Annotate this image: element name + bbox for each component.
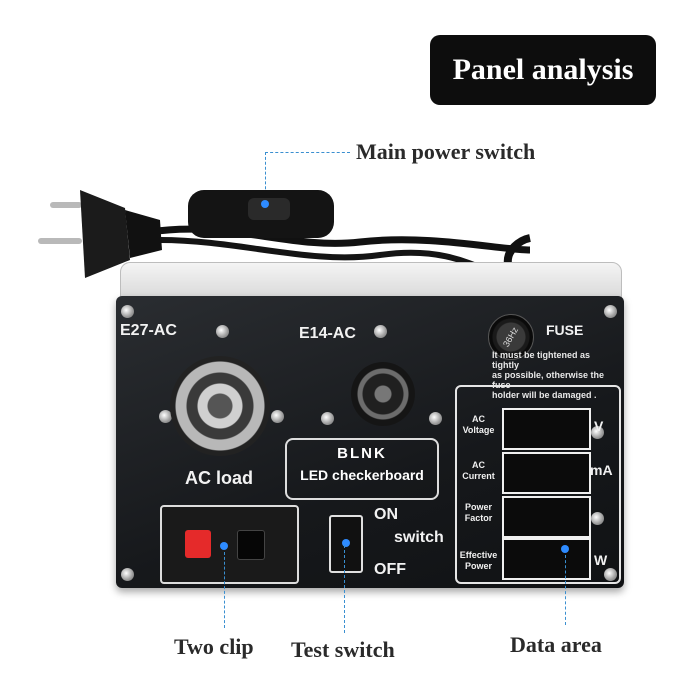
brand-logo: BLNK [337,445,387,462]
unit-current: mA [590,462,613,478]
e14-label: E14-AC [299,325,356,342]
e27-socket[interactable] [170,356,270,456]
screw-e14 [374,325,387,338]
callout-line-main-power-h [265,152,350,153]
display-power-factor [502,496,591,538]
e14-socket[interactable] [351,362,415,426]
two-clip-dot [220,542,228,550]
main-power-switch-dot[interactable] [261,200,269,208]
callout-two-clip: Two clip [174,634,254,659]
screw-data-bottom [591,512,604,525]
screw-small-left [321,412,334,425]
test-switch[interactable] [329,515,363,573]
data-row-label-power-factor: Power Factor [456,502,501,524]
screw-e27 [216,325,229,338]
unit-power: W [594,552,608,568]
data-row-label-pf-1: Power [464,502,492,512]
data-row-label-ep-2: Power [464,561,492,571]
display-current [502,452,591,494]
switch-on-label: ON [374,506,398,523]
ac-load-label: AC load [185,468,254,488]
switch-label: switch [394,529,444,546]
display-voltage [502,408,591,450]
callout-line-two-clip [224,552,225,628]
callout-line-main-power-v [265,152,266,204]
screw-bottom-right [604,568,617,581]
data-row-label-voltage: AC Voltage [456,414,501,436]
fuse-label: FUSE [546,322,584,338]
fuse-warning-line-3: holder will be damaged . [492,390,597,400]
clip-red-terminal[interactable] [185,530,211,558]
screw-top-left [121,305,134,318]
led-checkerboard-box: BLNK LED checkerboard [285,438,439,500]
data-area-frame [455,385,621,584]
title-badge: Panel analysis [430,35,656,105]
callout-line-test-switch [344,545,345,633]
fuse-cap-text: 36Hz [501,325,521,349]
callout-line-data-area [565,555,566,625]
switch-off-label: OFF [374,561,406,578]
test-switch-dot [342,539,350,547]
screw-data-top [591,426,604,439]
clip-black-terminal[interactable] [237,530,265,560]
data-row-label-pf-2: Factor [464,513,493,523]
callout-test-switch: Test switch [291,637,395,662]
callout-main-power-switch: Main power switch [356,139,536,164]
screw-socket-right [271,410,284,423]
clip-terminal-block [160,505,299,584]
screw-small-right [429,412,442,425]
fuse-warning-line-1: It must be tightened as tightly [492,350,591,370]
screw-bottom-left [121,568,134,581]
data-row-label-ep-1: Effective [459,550,498,560]
screw-top-right [604,305,617,318]
page-title: Panel analysis [452,53,634,86]
led-checkerboard-label: LED checkerboard [300,467,424,483]
callout-data-area: Data area [510,632,602,657]
e27-label: E27-AC [120,322,177,339]
data-row-label-current-1: AC [472,460,485,470]
screw-socket-left [159,410,172,423]
unit-voltage: V [594,418,604,434]
data-area-dot [561,545,569,553]
data-row-label-effective-power: Effective Power [456,550,501,572]
data-row-label-voltage-2: Voltage [462,425,495,435]
display-effective-power [502,538,591,580]
data-row-label-current-2: Current [462,471,495,481]
fuse-holder[interactable]: 36Hz [488,314,534,360]
data-row-label-voltage-1: AC [472,414,485,424]
data-row-label-current: AC Current [456,460,501,482]
